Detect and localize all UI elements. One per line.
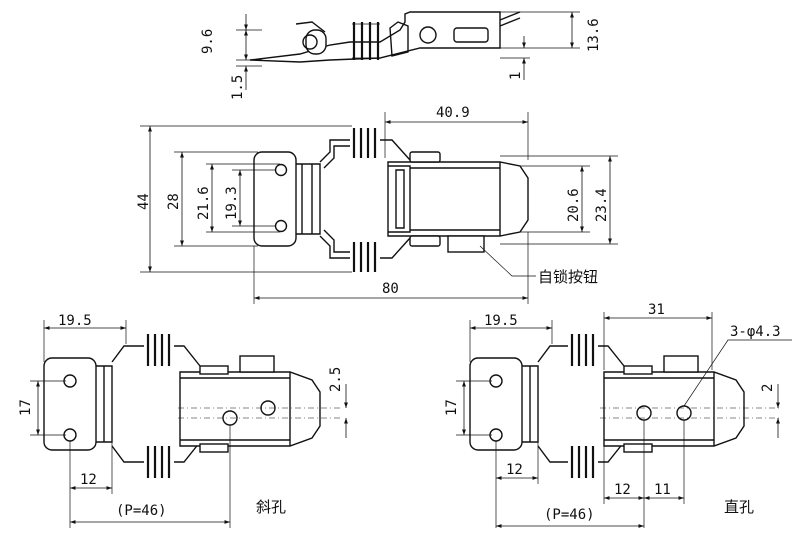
straight-spring-lower bbox=[570, 446, 595, 478]
slanted-spring-lower bbox=[146, 446, 171, 478]
slanted-label: 斜孔 bbox=[256, 498, 286, 516]
dim-9-6: 9.6 bbox=[200, 29, 216, 54]
top-spring-lower bbox=[352, 242, 377, 272]
slanted-dim-19-5: 19.5 bbox=[58, 313, 92, 329]
straight-dim-pitch: (P=46) bbox=[544, 507, 595, 523]
dim-40-9: 40.9 bbox=[436, 105, 470, 121]
dim-20-6: 20.6 bbox=[566, 188, 582, 222]
dim-80: 80 bbox=[382, 281, 399, 297]
straight-dim-2: 2 bbox=[760, 384, 776, 392]
slanted-dim-2-5: 2.5 bbox=[328, 367, 344, 392]
slanted-hole-view: 19.5 17 12 (P=46) 2.5 斜孔 bbox=[18, 313, 348, 528]
dim-23-4: 23.4 bbox=[594, 188, 610, 222]
slanted-dim-12: 12 bbox=[80, 472, 97, 488]
straight-dim-11: 11 bbox=[654, 482, 671, 498]
straight-hole-view: 19.5 31 3-φ4.3 17 12 12 11 (P=46) 2 直孔 bbox=[444, 302, 792, 528]
dim-21-6: 21.6 bbox=[196, 186, 212, 220]
straight-dim-holes: 3-φ4.3 bbox=[730, 324, 781, 340]
slanted-dim-pitch: (P=46) bbox=[116, 503, 167, 519]
straight-dim-17: 17 bbox=[444, 399, 460, 416]
straight-dim-12: 12 bbox=[506, 462, 523, 478]
top-view: 40.9 44 28 21.6 19.3 20.6 23.4 80 自锁按钮 bbox=[136, 105, 618, 304]
dim-1-5: 1.5 bbox=[230, 75, 246, 100]
dim-44: 44 bbox=[136, 193, 152, 210]
slanted-spring-upper bbox=[146, 334, 171, 366]
dim-1: 1 bbox=[508, 72, 524, 80]
straight-dim-31: 31 bbox=[648, 302, 665, 318]
dim-19-3: 19.3 bbox=[224, 186, 240, 220]
callout-lock-button: 自锁按钮 bbox=[538, 268, 598, 286]
side-spring bbox=[352, 22, 380, 60]
straight-spring-upper bbox=[570, 334, 595, 366]
side-view: 9.6 1.5 13.6 1 bbox=[200, 11, 602, 100]
dim-13-6: 13.6 bbox=[586, 18, 602, 52]
straight-dim-12b: 12 bbox=[614, 482, 631, 498]
top-spring-upper bbox=[352, 128, 377, 158]
straight-label: 直孔 bbox=[724, 498, 754, 516]
dim-28: 28 bbox=[166, 193, 182, 210]
straight-dim-19-5: 19.5 bbox=[484, 313, 518, 329]
slanted-dim-17: 17 bbox=[18, 399, 34, 416]
